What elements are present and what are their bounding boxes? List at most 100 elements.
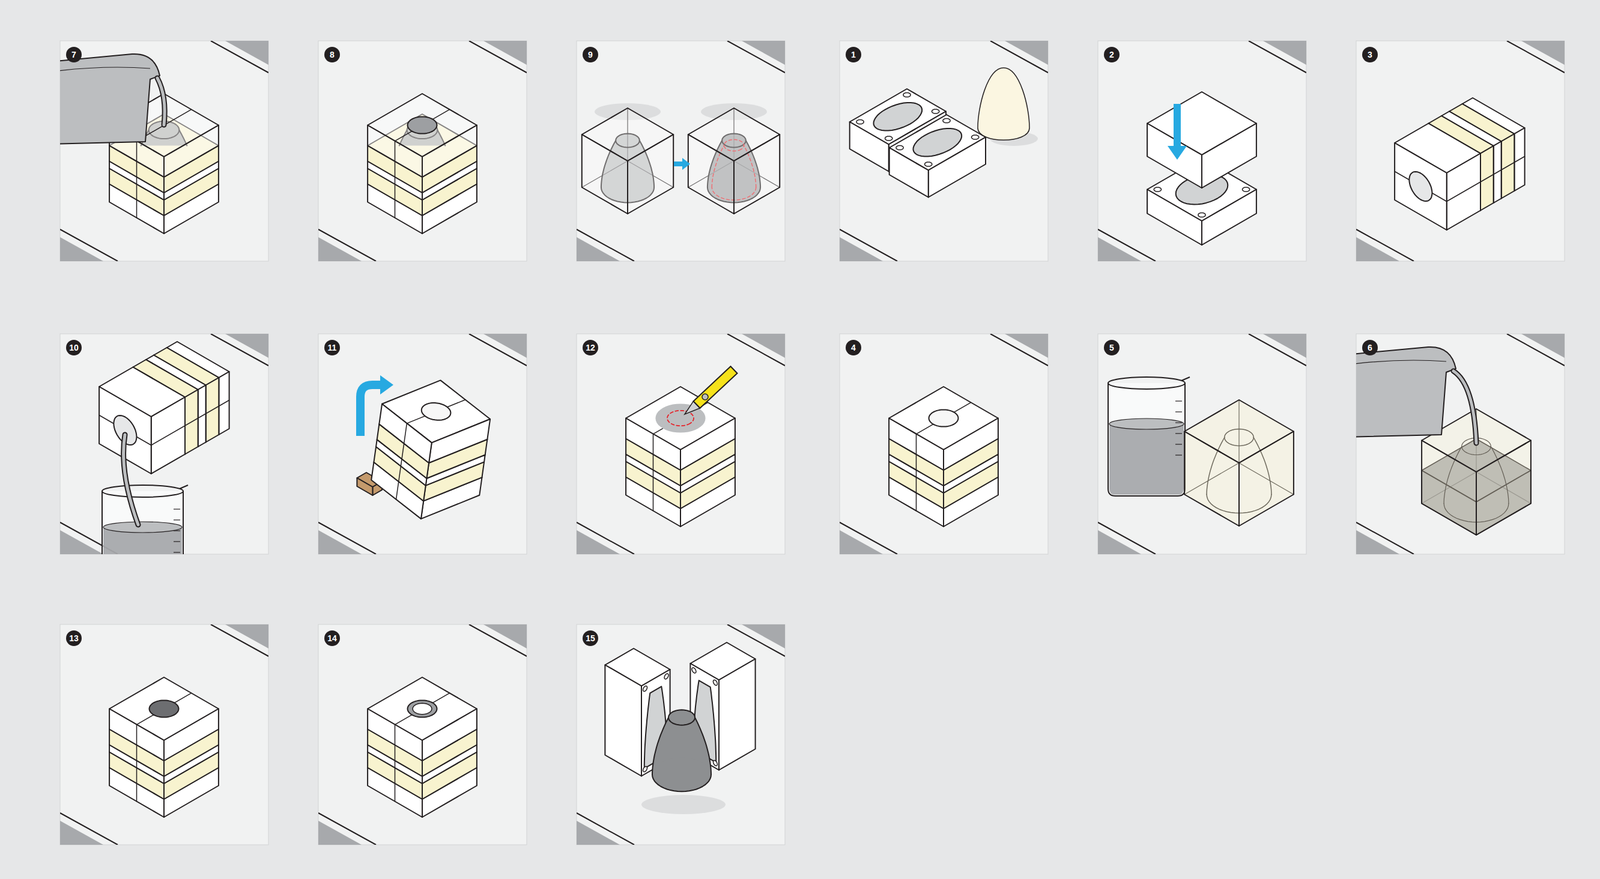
step-panel	[60, 333, 269, 582]
illustration-part	[1097, 333, 1307, 555]
illustration-part	[576, 813, 635, 846]
illustration-part	[395, 109, 450, 218]
illustration-part	[356, 478, 373, 496]
illustration-part	[1175, 454, 1182, 456]
illustration-part	[1506, 40, 1565, 73]
callout-number: 9	[582, 46, 599, 63]
illustration-part	[652, 709, 712, 792]
illustration-part	[1198, 213, 1206, 218]
illustration-part	[210, 40, 269, 73]
illustration-part	[173, 530, 181, 531]
illustration-part	[713, 680, 718, 686]
step-illustration	[1356, 333, 1565, 555]
illustration-part	[1239, 431, 1294, 527]
illustration-part	[990, 333, 1049, 366]
beaker	[1108, 377, 1190, 497]
illustration-part	[924, 162, 933, 167]
illustration-part	[943, 418, 999, 471]
step-panel	[1097, 40, 1307, 262]
illustration-part	[668, 709, 695, 725]
callout-number: 14	[324, 630, 340, 647]
illustration-part	[1421, 440, 1477, 536]
step-illustration	[60, 333, 269, 555]
beaker	[102, 485, 188, 555]
step-illustration	[60, 40, 269, 262]
step-illustration	[318, 333, 527, 555]
illustration-part	[366, 372, 495, 527]
illustration-part	[652, 717, 669, 775]
illustration-part	[718, 659, 756, 771]
illustration-part	[173, 551, 181, 553]
illustration-part	[60, 624, 269, 846]
callout-number: 4	[845, 339, 862, 356]
step-illustration	[839, 40, 1049, 262]
illustration-part	[422, 125, 477, 178]
illustration-part	[1175, 422, 1182, 423]
illustration-part	[163, 125, 219, 178]
illustration-part	[102, 485, 184, 498]
illustration-part	[1356, 40, 1565, 262]
illustration-part	[149, 700, 179, 718]
step-illustration	[839, 333, 1049, 555]
illustration-part	[99, 400, 230, 446]
illustration-part	[1181, 377, 1190, 381]
illustration-part	[318, 522, 376, 555]
illustration-part	[123, 434, 139, 525]
illustration-part	[673, 157, 691, 170]
illustration-part	[1108, 383, 1185, 497]
illustration-part	[885, 136, 893, 141]
callout-number: 1	[845, 46, 862, 63]
step-illustration	[1097, 40, 1307, 262]
illustration-part	[839, 522, 898, 555]
illustration-part	[627, 134, 674, 214]
illustration-part	[469, 624, 527, 657]
callout-number: 7	[66, 46, 82, 63]
illustration-part	[977, 67, 1030, 140]
illustration-part	[1175, 443, 1182, 445]
callout-number: 2	[1103, 46, 1120, 63]
illustration-part	[1356, 229, 1414, 262]
illustration-part	[929, 409, 959, 427]
illustration-part	[1201, 123, 1257, 189]
step-illustration	[576, 40, 785, 262]
step-illustration	[576, 624, 785, 846]
illustration-part	[157, 78, 165, 125]
illustration-part	[1175, 400, 1182, 402]
callout-number: 10	[66, 339, 82, 356]
callout-number: 8	[324, 46, 340, 63]
step-illustration	[60, 624, 269, 846]
illustration-part	[136, 693, 192, 802]
illustration-part	[576, 624, 785, 846]
illustration-part	[932, 109, 940, 114]
illustration-part	[896, 145, 904, 151]
illustration-part	[652, 757, 712, 793]
illustration-part	[157, 78, 165, 125]
illustration-part	[123, 434, 139, 525]
illustration-part	[653, 402, 709, 512]
illustration-part	[971, 135, 979, 140]
illustration-part	[469, 40, 527, 73]
pitcher	[1356, 347, 1456, 438]
illustration-part	[318, 40, 527, 262]
illustration-part	[210, 333, 269, 366]
illustration-part	[942, 118, 951, 124]
illustration-part	[60, 229, 118, 262]
step-illustration	[1097, 333, 1307, 555]
illustration-part	[1453, 371, 1477, 444]
illustration-part	[856, 120, 864, 125]
step-illustration	[318, 624, 527, 846]
illustration-part	[643, 686, 648, 692]
illustration-part	[102, 491, 184, 555]
illustration-part	[407, 700, 438, 718]
callout-number: 3	[1362, 46, 1378, 63]
illustration-part	[694, 717, 712, 775]
illustration-part	[1097, 229, 1156, 262]
illustration-part	[691, 667, 697, 674]
illustration-part	[1409, 171, 1432, 202]
step-panel	[318, 40, 527, 262]
illustration-part	[469, 333, 527, 366]
step-panel	[839, 40, 1049, 262]
illustration-part	[1109, 424, 1184, 495]
callout-number: 11	[324, 339, 340, 356]
illustration-part	[395, 693, 450, 802]
